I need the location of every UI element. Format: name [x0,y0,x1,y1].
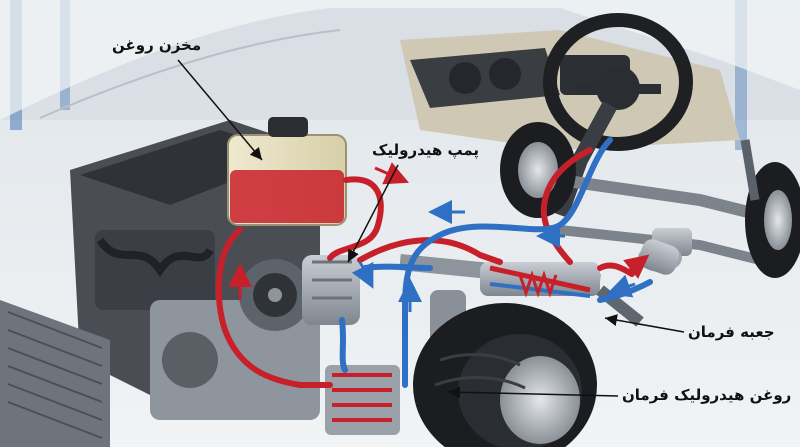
label-hydraulic-fluid: روغن هیدرولیک فرمان [622,386,792,404]
reservoir-fluid [230,170,344,223]
dashboard [400,30,740,150]
radiator [0,300,110,447]
label-oil-reservoir: مخزن روغن [112,36,202,54]
steering-wheel [543,13,693,151]
flow-arrow-icon [228,162,650,312]
leader-reservoir [177,59,263,161]
leader-gearbox [604,314,685,333]
car-body [0,0,800,120]
label-steering-gearbox: جعبه فرمان [688,323,775,341]
front-wheel [413,303,597,447]
oil-cooler [325,365,400,435]
hydraulic-pump [239,255,360,331]
reservoir-cap [268,117,308,137]
label-hydraulic-pump: پمپ هیدرولیک [372,141,480,159]
leader-lines [177,59,685,399]
far-right-wheel [745,162,800,278]
leader-fluid [447,386,619,399]
leader-pump [347,164,399,263]
